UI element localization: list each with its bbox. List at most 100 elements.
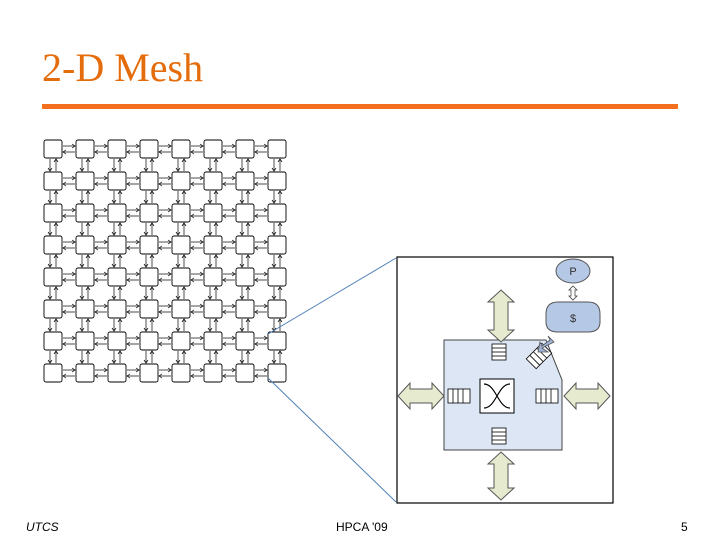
mesh-link-east-arrowhead xyxy=(167,239,172,245)
mesh-link-north-arrowhead xyxy=(117,318,123,323)
mesh-node xyxy=(75,267,95,287)
mesh-link-north-arrowhead xyxy=(213,254,219,259)
mesh-link-east-arrowhead xyxy=(167,143,172,149)
processor-cache-link-arrow xyxy=(568,285,578,301)
mesh-link-west-arrowhead xyxy=(94,373,99,379)
mesh-link-west-arrowhead xyxy=(62,277,67,283)
mesh-link-south-arrowhead xyxy=(79,167,85,172)
mesh-link-south-arrowhead xyxy=(143,263,149,268)
mesh-node xyxy=(139,299,159,319)
mesh-link-east-arrowhead xyxy=(263,175,268,181)
mesh-link-south-arrowhead xyxy=(47,295,53,300)
mesh-link-north-arrowhead xyxy=(85,158,91,163)
north-link-arrow xyxy=(486,289,516,343)
mesh-link-east-arrowhead xyxy=(263,271,268,277)
mesh-link-north-arrowhead xyxy=(53,222,59,227)
west-link-arrow xyxy=(397,381,445,411)
mesh-link-north-arrowhead xyxy=(53,350,59,355)
mesh-link-east-arrowhead xyxy=(199,143,204,149)
mesh-link-west-arrowhead xyxy=(254,373,259,379)
mesh-link-east-arrowhead xyxy=(199,303,204,309)
mesh-link-south-arrowhead xyxy=(143,327,149,332)
mesh-link-north-arrowhead xyxy=(181,190,187,195)
mesh-link-north-arrowhead xyxy=(213,158,219,163)
mesh-link-south-arrowhead xyxy=(175,231,181,236)
mesh-link-north-arrowhead xyxy=(149,158,155,163)
mesh-link-north-arrowhead xyxy=(213,222,219,227)
cache-router-link-arrow xyxy=(537,335,555,353)
mesh-link-east-arrowhead xyxy=(167,335,172,341)
east-buffer-icon xyxy=(535,388,559,404)
mesh-link-north-arrowhead xyxy=(277,254,283,259)
mesh-node xyxy=(171,203,191,223)
mesh-node xyxy=(75,363,95,383)
mesh-link-west-arrowhead xyxy=(158,373,163,379)
mesh-node xyxy=(107,299,127,319)
mesh-link-south-arrowhead xyxy=(79,199,85,204)
mesh-link-west-arrowhead xyxy=(126,277,131,283)
mesh-link-south-arrowhead xyxy=(111,199,117,204)
mesh-node xyxy=(139,203,159,223)
mesh-link-south-arrowhead xyxy=(47,263,53,268)
mesh-link-east-arrowhead xyxy=(71,303,76,309)
mesh-link-south-arrowhead xyxy=(79,295,85,300)
mesh-link-north-arrowhead xyxy=(117,222,123,227)
mesh-link-north-arrowhead xyxy=(149,222,155,227)
mesh-link-north-arrowhead xyxy=(85,350,91,355)
mesh-link-north-arrowhead xyxy=(149,350,155,355)
mesh-link-south-arrowhead xyxy=(47,327,53,332)
mesh-link-south-arrowhead xyxy=(143,231,149,236)
mesh-link-north-arrowhead xyxy=(213,286,219,291)
mesh-link-north-arrowhead xyxy=(277,158,283,163)
mesh-node xyxy=(107,267,127,287)
mesh-link-west-arrowhead xyxy=(62,181,67,187)
mesh-link-south-arrowhead xyxy=(143,199,149,204)
title-rule xyxy=(42,104,678,109)
mesh-link-north-arrowhead xyxy=(53,190,59,195)
mesh-link-north-arrowhead xyxy=(117,286,123,291)
mesh-link-east-arrowhead xyxy=(199,335,204,341)
mesh-link-north-arrowhead xyxy=(245,286,251,291)
mesh-node xyxy=(203,299,223,319)
mesh-link-south-arrowhead xyxy=(175,263,181,268)
mesh-link-south-arrowhead xyxy=(111,295,117,300)
mesh-link-north-arrowhead xyxy=(85,318,91,323)
mesh-node xyxy=(203,171,223,191)
mesh-link-south-arrowhead xyxy=(143,295,149,300)
mesh-link-east-arrowhead xyxy=(199,367,204,373)
callout-line-top xyxy=(267,257,397,335)
mesh-link-north-arrowhead xyxy=(277,318,283,323)
mesh-link-west-arrowhead xyxy=(94,309,99,315)
mesh-link-north-arrowhead xyxy=(85,286,91,291)
mesh-node xyxy=(75,203,95,223)
mesh-link-north-arrowhead xyxy=(117,158,123,163)
mesh-link-west-arrowhead xyxy=(158,149,163,155)
callout-line-bottom xyxy=(267,377,397,503)
mesh-link-east-arrowhead xyxy=(199,175,204,181)
mesh-node xyxy=(171,235,191,255)
mesh-node xyxy=(75,299,95,319)
mesh-node xyxy=(203,363,223,383)
mesh-link-west-arrowhead xyxy=(190,181,195,187)
mesh-link-north-arrowhead xyxy=(277,350,283,355)
mesh-node xyxy=(267,235,287,255)
mesh-link-north-arrowhead xyxy=(149,286,155,291)
mesh-node xyxy=(75,331,95,351)
mesh-link-north-arrowhead xyxy=(181,158,187,163)
mesh-node xyxy=(171,267,191,287)
mesh-link-north-arrowhead xyxy=(85,190,91,195)
mesh-link-east-arrowhead xyxy=(263,143,268,149)
mesh-link-south-arrowhead xyxy=(207,199,213,204)
mesh-link-south-arrowhead xyxy=(271,231,277,236)
mesh-node xyxy=(75,139,95,159)
mesh-network xyxy=(43,139,287,383)
mesh-link-south-arrowhead xyxy=(111,327,117,332)
mesh-node xyxy=(139,171,159,191)
mesh-link-south-arrowhead xyxy=(207,327,213,332)
mesh-link-east-arrowhead xyxy=(71,175,76,181)
mesh-link-south-arrowhead xyxy=(175,167,181,172)
slide-title: 2-D Mesh xyxy=(42,45,204,90)
mesh-link-west-arrowhead xyxy=(222,149,227,155)
mesh-node xyxy=(235,235,255,255)
mesh-link-south-arrowhead xyxy=(271,295,277,300)
